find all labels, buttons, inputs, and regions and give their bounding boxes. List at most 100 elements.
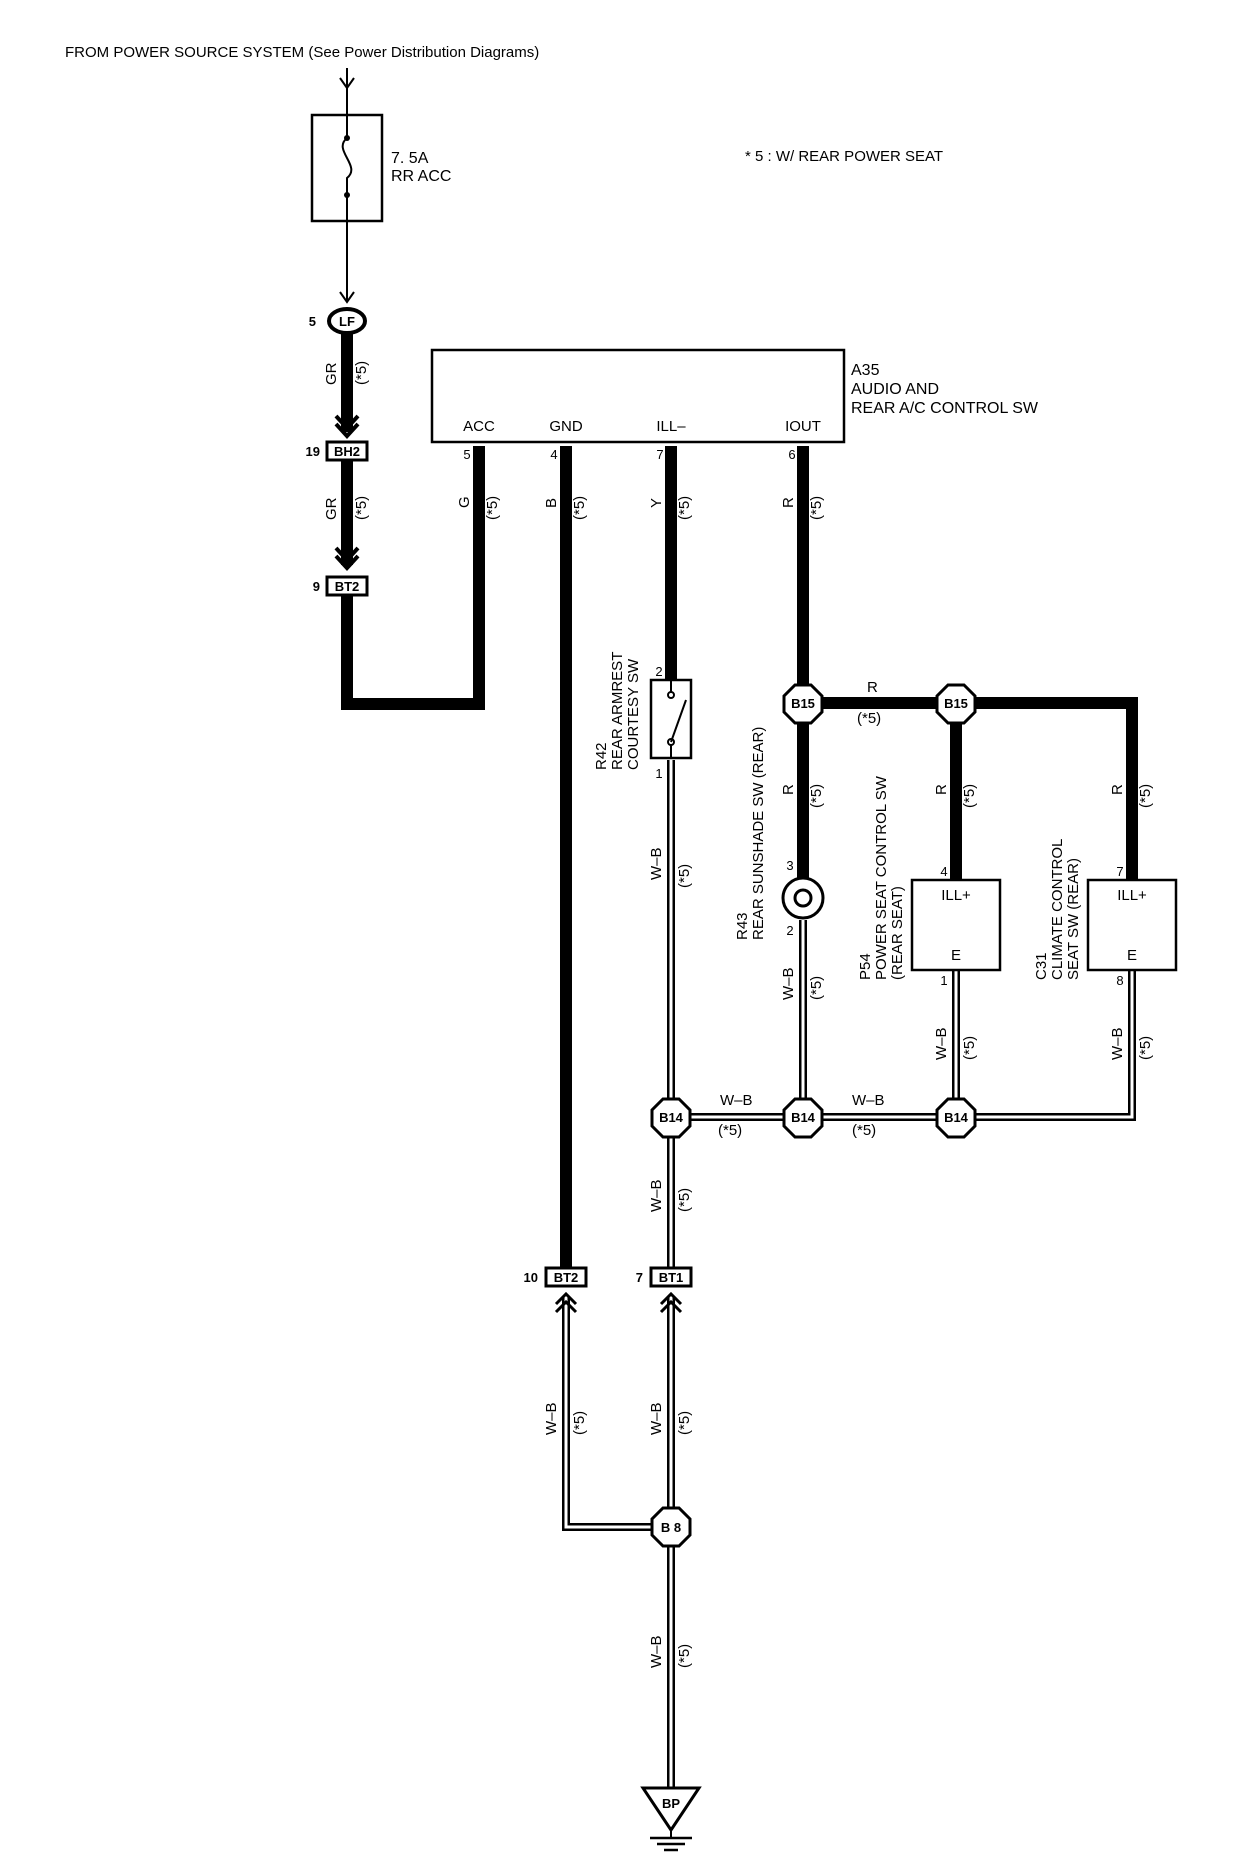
junction-b14-1: B14 — [650, 1097, 692, 1139]
unit-name-line2: REAR A/C CONTROL SW — [851, 400, 1039, 417]
terminal-gnd-pin: 4 — [550, 447, 557, 462]
wire-wb-b8-color: W–B — [648, 1402, 665, 1435]
wb-wires — [562, 760, 1136, 1788]
wire-wb-bt1-color: W–B — [648, 1179, 665, 1212]
wire-g-color: G — [456, 496, 473, 508]
wire-wb-r43-color: W–B — [780, 967, 797, 1000]
wire-wb-p54-color: W–B — [933, 1027, 950, 1060]
r43-name-line1: REAR SUNSHADE SW (REAR) — [750, 727, 767, 940]
wire-wb-h2-color: W–B — [852, 1092, 885, 1109]
option-note: * 5 : W/ REAR POWER SEAT — [745, 148, 943, 165]
wire-acc — [341, 446, 485, 710]
terminal-ill-label: ILL– — [656, 418, 686, 435]
wire-r-bus — [803, 697, 1138, 880]
wire-wb-b8-opt: (*5) — [676, 1411, 693, 1435]
svg-text:B15: B15 — [944, 696, 968, 711]
wire-wb-r43-opt: (*5) — [808, 976, 825, 1000]
c31-term-ill: ILL+ — [1117, 887, 1147, 904]
c31-pin-top: 7 — [1116, 864, 1123, 879]
feed-arrow-2-icon — [339, 291, 355, 304]
wire-wb-bt2-color: W–B — [543, 1402, 560, 1435]
connector-bt2-top-id: BT2 — [335, 579, 360, 594]
wire-y-opt: (*5) — [676, 496, 693, 520]
wire-r-bus-color: R — [867, 679, 878, 696]
wire-gr-1-opt: (*5) — [353, 361, 370, 385]
wire-wb-r42-opt: (*5) — [676, 864, 693, 888]
r43-switch-icon — [793, 888, 813, 908]
fuse-name: RR ACC — [391, 168, 451, 185]
bt1-arrow-icon — [659, 1291, 683, 1306]
r42-code: R42 — [593, 742, 610, 770]
wire-r-p54-opt: (*5) — [961, 784, 978, 808]
connector-bh2-id: BH2 — [334, 444, 360, 459]
terminal-acc-pin: 5 — [463, 447, 470, 462]
wire-r-c31-opt: (*5) — [1137, 784, 1154, 808]
connector-bt1-pin: 7 — [636, 1270, 643, 1285]
c31-term-e: E — [1127, 947, 1137, 964]
unit-code: A35 — [851, 362, 880, 379]
connector-bh2-pin: 19 — [306, 444, 320, 459]
wire-wb-c31-opt: (*5) — [1137, 1036, 1154, 1060]
wire-g-opt: (*5) — [484, 496, 501, 520]
c31-pin-bottom: 8 — [1116, 973, 1123, 988]
connector-bt2-bottom-id: BT2 — [554, 1270, 579, 1285]
c31-name-line1: CLIMATE CONTROL — [1049, 839, 1066, 980]
connector-bt2-bottom-pin: 10 — [524, 1270, 538, 1285]
svg-text:B14: B14 — [791, 1110, 816, 1125]
p54-name-line2: (REAR SEAT) — [889, 886, 906, 980]
terminal-gnd-label: GND — [549, 418, 583, 435]
junction-b15-2: B15 — [935, 683, 977, 725]
p54-pin-bottom: 1 — [940, 973, 947, 988]
junction-b14-2: B14 — [782, 1097, 824, 1139]
wire-gr-2-opt: (*5) — [353, 496, 370, 520]
junction-b15-1: B15 — [782, 683, 824, 725]
wire-wb-p54-opt: (*5) — [961, 1036, 978, 1060]
p54-name-line1: POWER SEAT CONTROL SW — [873, 775, 890, 980]
wire-r-bus-opt: (*5) — [857, 710, 881, 727]
wire-y-color: Y — [648, 498, 665, 508]
p54-term-ill: ILL+ — [941, 887, 971, 904]
svg-text:B14: B14 — [659, 1110, 684, 1125]
bt2-bottom-arrow-icon — [554, 1291, 578, 1306]
terminal-ill-pin: 7 — [656, 447, 663, 462]
connector-bt2-top-pin: 9 — [313, 579, 320, 594]
ground-point-bp — [640, 1786, 702, 1833]
wire-wb-bp-color: W–B — [648, 1635, 665, 1668]
feed-arrow-icon — [339, 77, 355, 90]
wire-r-r43-opt: (*5) — [808, 784, 825, 808]
r43-pin-bottom: 2 — [786, 923, 793, 938]
terminal-acc-label: ACC — [463, 418, 495, 435]
wire-wb-bt2-opt: (*5) — [571, 1411, 588, 1435]
junction-b14-3: B14 — [935, 1097, 977, 1139]
wire-gr-1-color: GR — [323, 362, 340, 385]
wire-wb-bp-opt: (*5) — [676, 1644, 693, 1668]
connector-lf-pin: 5 — [309, 314, 316, 329]
wire-wb-h1-opt: (*5) — [718, 1122, 742, 1139]
c31-code: C31 — [1033, 952, 1050, 980]
r42-switch-contact-icon — [670, 699, 687, 743]
ground-point-bp-id: BP — [662, 1796, 680, 1811]
wire-wb-h2-opt: (*5) — [852, 1122, 876, 1139]
wire-b-opt: (*5) — [571, 496, 588, 520]
wire-wb-r42-color: W–B — [648, 847, 665, 880]
r42-pin-bottom: 1 — [655, 766, 662, 781]
svg-text:B15: B15 — [791, 696, 815, 711]
power-source-label: FROM POWER SOURCE SYSTEM (See Power Dist… — [65, 44, 539, 61]
p54-pin-top: 4 — [940, 864, 947, 879]
wire-r-opt: (*5) — [808, 496, 825, 520]
wire-wb-bt1-opt: (*5) — [676, 1188, 693, 1212]
wire-b-color: B — [543, 498, 560, 508]
wire-gr-2-color: GR — [323, 497, 340, 520]
terminal-iout-pin: 6 — [788, 447, 795, 462]
connector-bt1 — [649, 1266, 693, 1288]
r42-pin-top: 2 — [655, 664, 662, 679]
wire-r-c31-color: R — [1109, 784, 1126, 795]
fuse-rating: 7. 5A — [391, 150, 429, 167]
r42-name-line2: COURTESY SW — [625, 658, 642, 770]
wire-r-p54-color: R — [933, 784, 950, 795]
wire-r-color: R — [780, 497, 797, 508]
c31-switch — [1086, 878, 1178, 972]
r43-pin-top: 3 — [786, 858, 793, 873]
r43-code: R43 — [734, 912, 751, 940]
